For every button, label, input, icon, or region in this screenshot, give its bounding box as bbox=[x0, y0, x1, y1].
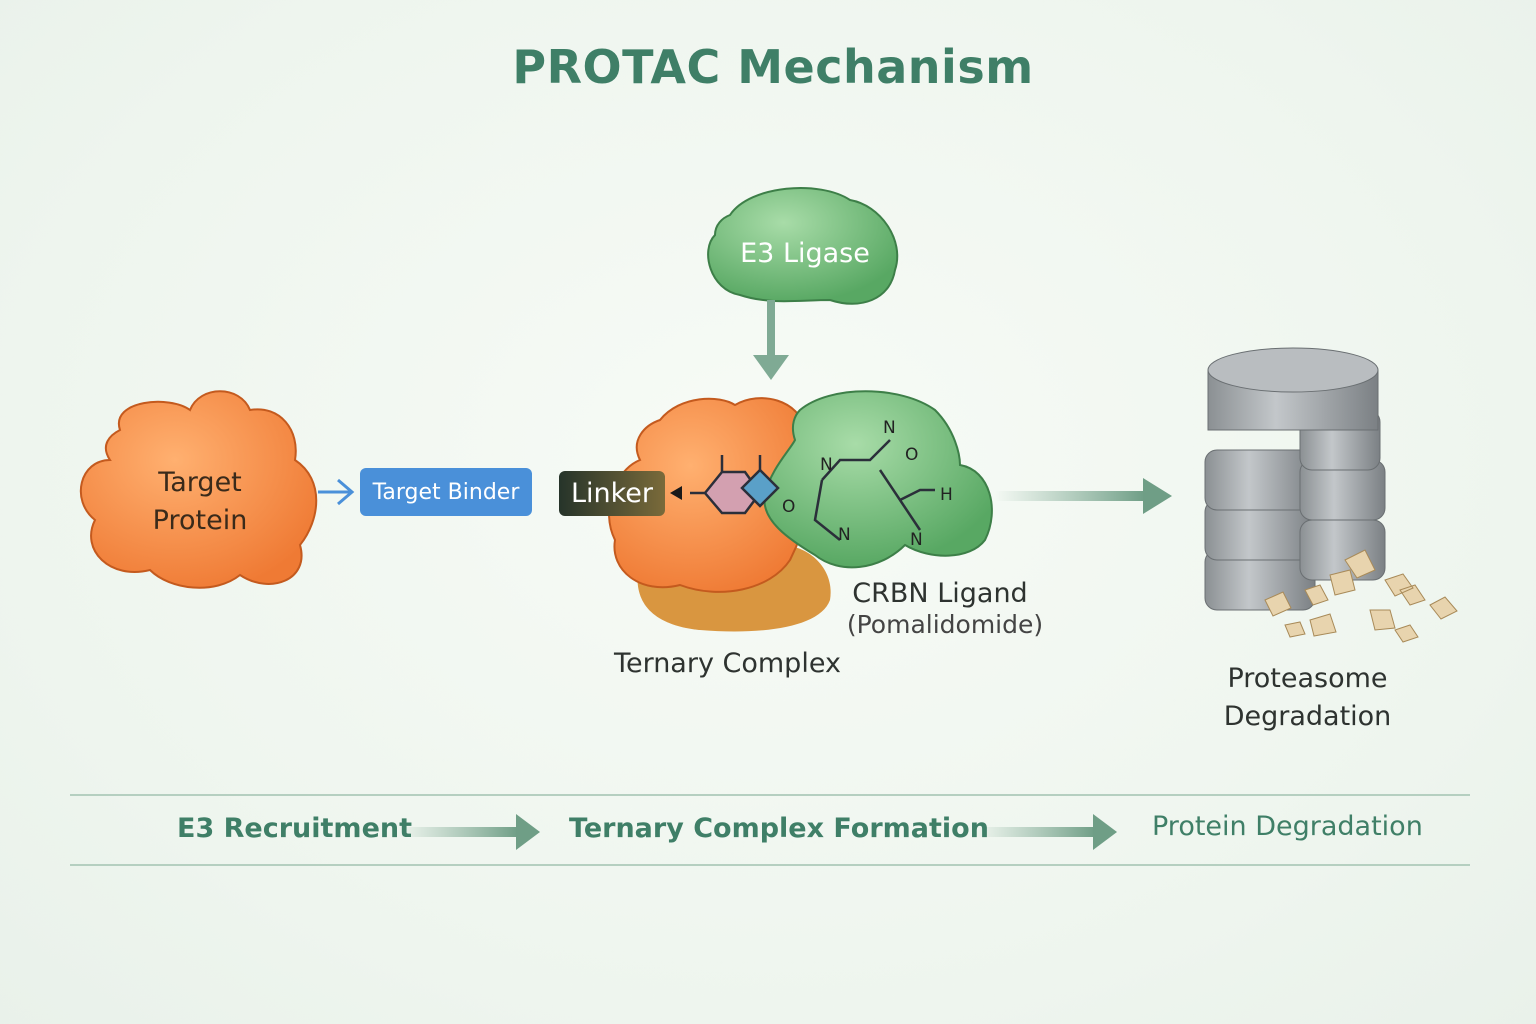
step-arrow-2-head bbox=[1093, 814, 1117, 850]
atom-label: O bbox=[782, 497, 795, 517]
arrow-to-proteasome-head bbox=[1143, 478, 1172, 514]
ternary-complex-label: Ternary Complex bbox=[614, 648, 841, 679]
atom-label: N bbox=[883, 418, 896, 438]
bond-lines bbox=[690, 439, 935, 541]
target-protein-label: Target Protein bbox=[110, 464, 290, 540]
arrow-to-binder bbox=[318, 478, 355, 506]
atom-label: N bbox=[838, 525, 851, 545]
ring-icon-2 bbox=[740, 468, 780, 508]
e3-ligase-blob bbox=[707, 187, 899, 305]
e3-ligase-label: E3 Ligase bbox=[740, 238, 870, 269]
arrow-down-head bbox=[753, 355, 789, 380]
atom-label: N bbox=[820, 455, 833, 475]
proteasome-icon bbox=[1204, 347, 1458, 643]
step-protein-degradation: Protein Degradation bbox=[1152, 811, 1423, 842]
target-protein-blob bbox=[79, 390, 318, 589]
linker-arrowhead bbox=[670, 486, 682, 500]
crbn-ligand-sublabel: (Pomalidomide) bbox=[846, 610, 1044, 639]
target-binder-box: Target Binder bbox=[360, 468, 532, 516]
proteasome-label-2: Degradation bbox=[1223, 701, 1392, 732]
atom-label: O bbox=[905, 445, 918, 465]
atom-label: N bbox=[910, 530, 923, 550]
step-arrow-1 bbox=[398, 827, 518, 837]
page-title: PROTAC Mechanism bbox=[512, 40, 1034, 94]
step-arrow-2 bbox=[975, 827, 1095, 837]
target-protein-text: Target Protein bbox=[152, 467, 248, 536]
step-ternary-formation: Ternary Complex Formation bbox=[569, 813, 989, 844]
step-arrow-1-head bbox=[516, 814, 540, 850]
proteasome-label-1: Proteasome bbox=[1227, 663, 1388, 694]
crbn-ligand-label: CRBN Ligand bbox=[852, 578, 1028, 609]
linker-box: Linker bbox=[559, 471, 665, 516]
arrow-to-proteasome bbox=[995, 491, 1145, 501]
ternary-green-blob bbox=[763, 390, 993, 569]
step-e3-recruitment: E3 Recruitment bbox=[177, 813, 413, 844]
atom-label: H bbox=[940, 485, 953, 505]
